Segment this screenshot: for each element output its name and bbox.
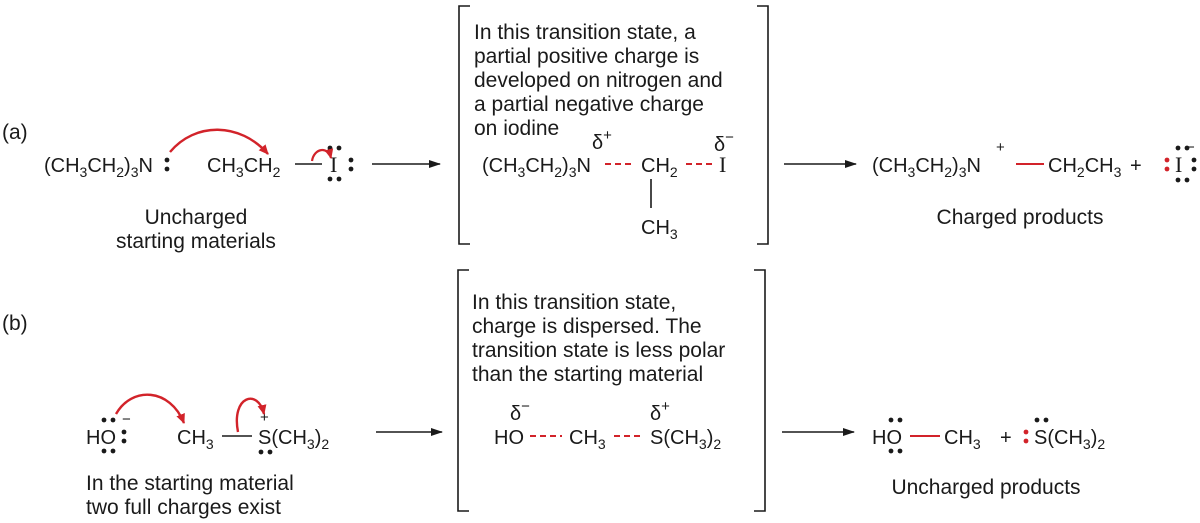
row-a-ethyl-group: CH3CH2 bbox=[207, 155, 281, 180]
product-a-positive-charge: + bbox=[996, 139, 1005, 156]
row-b-ts-note-line2: charge is dispersed. The bbox=[472, 315, 702, 338]
ts-a-methyl: CH3 bbox=[641, 217, 678, 242]
product-a-ammonium: (CH3CH2)3N bbox=[872, 155, 981, 180]
leaving-group-arrow-b bbox=[235, 397, 267, 433]
row-b-ts-bracket-left bbox=[457, 269, 469, 512]
row-a-ts-bracket-right bbox=[757, 5, 769, 245]
ts-a-iodine: I bbox=[719, 152, 726, 177]
product-a-iodide-charge: − bbox=[1186, 139, 1195, 156]
hydroxide-attack-arrow bbox=[114, 393, 186, 424]
row-a-ts-note-line1: In this transition state, a bbox=[474, 21, 696, 44]
row-a-iodine: I bbox=[330, 152, 337, 177]
iodine-lone-pairs bbox=[327, 145, 354, 182]
row-a-ts-note-line3: developed on nitrogen and bbox=[474, 69, 723, 92]
nucleophile-attack-arrow bbox=[169, 128, 269, 155]
ts-b-delta-plus: δ+ bbox=[650, 398, 670, 425]
product-b-methyl: CH3 bbox=[944, 427, 981, 452]
product-a-iodide: I bbox=[1175, 152, 1182, 177]
row-b-hydroxide-charge: − bbox=[122, 411, 131, 428]
product-b-plus-sign: + bbox=[1000, 427, 1012, 449]
row-b-hydroxide: HO bbox=[86, 427, 116, 449]
row-a-reactant-caption-line1: Uncharged bbox=[145, 206, 248, 229]
product-b-methanol-oh: HO bbox=[872, 427, 902, 449]
row-b-reactant-caption-line2: two full charges exist bbox=[86, 496, 281, 519]
row-a-triethylamine: (CH3CH2)3N bbox=[44, 155, 153, 180]
row-a-label: (a) bbox=[2, 121, 28, 144]
row-a-reactant-caption-line2: starting materials bbox=[116, 230, 276, 253]
product-b-dimethyl-sulfide: S(CH3)2 bbox=[1034, 427, 1105, 452]
row-a-ts-note-line4: a partial negative charge bbox=[474, 93, 704, 116]
amine-lone-pair bbox=[164, 157, 170, 172]
row-b-ts-note-line1: In this transition state, bbox=[472, 291, 676, 314]
ts-a-triethylamine: (CH3CH2)3N bbox=[482, 155, 591, 180]
iodide-lone-pairs bbox=[1164, 145, 1197, 183]
row-a-ts-note-line5: on iodine bbox=[474, 117, 559, 140]
ts-b-methyl: CH3 bbox=[569, 427, 606, 452]
ts-a-delta-plus: δ+ bbox=[592, 127, 612, 154]
row-b-ts-bracket-right bbox=[754, 269, 766, 512]
leaving-group-arrow bbox=[310, 148, 334, 162]
product-a-ethyl: CH2CH3 bbox=[1048, 155, 1122, 180]
sulfonium-lone-pair bbox=[258, 449, 273, 455]
ts-a-delta-minus: δ− bbox=[714, 129, 734, 156]
row-b-sulfonium: S(CH3)2 bbox=[258, 427, 329, 452]
ts-b-sulfonium: S(CH3)2 bbox=[650, 427, 721, 452]
row-b-reactant-caption-line1: In the starting material bbox=[86, 472, 294, 495]
product-a-plus-sign: + bbox=[1130, 155, 1142, 177]
row-b-ts-note-line3: transition state is less polar bbox=[472, 339, 725, 362]
sulfide-lone-pairs bbox=[1023, 417, 1049, 444]
ts-b-delta-minus: δ− bbox=[510, 398, 530, 425]
row-b-product-caption: Uncharged products bbox=[891, 476, 1080, 499]
row-b-ts-note-line4: than the starting material bbox=[472, 363, 703, 386]
row-b-methyl: CH3 bbox=[177, 427, 214, 452]
ts-b-hydroxide: HO bbox=[494, 427, 524, 449]
row-a-product-caption: Charged products bbox=[937, 206, 1104, 229]
ts-a-central-carbon: CH2 bbox=[641, 155, 678, 180]
row-a-ts-bracket-left bbox=[458, 5, 470, 245]
hydroxide-lone-pairs bbox=[101, 417, 127, 454]
methanol-lone-pairs bbox=[888, 417, 903, 454]
row-b-label: (b) bbox=[2, 312, 28, 335]
row-a-ts-note-line2: partial positive charge is bbox=[474, 45, 699, 68]
row-b-sulfonium-charge: + bbox=[260, 409, 269, 426]
